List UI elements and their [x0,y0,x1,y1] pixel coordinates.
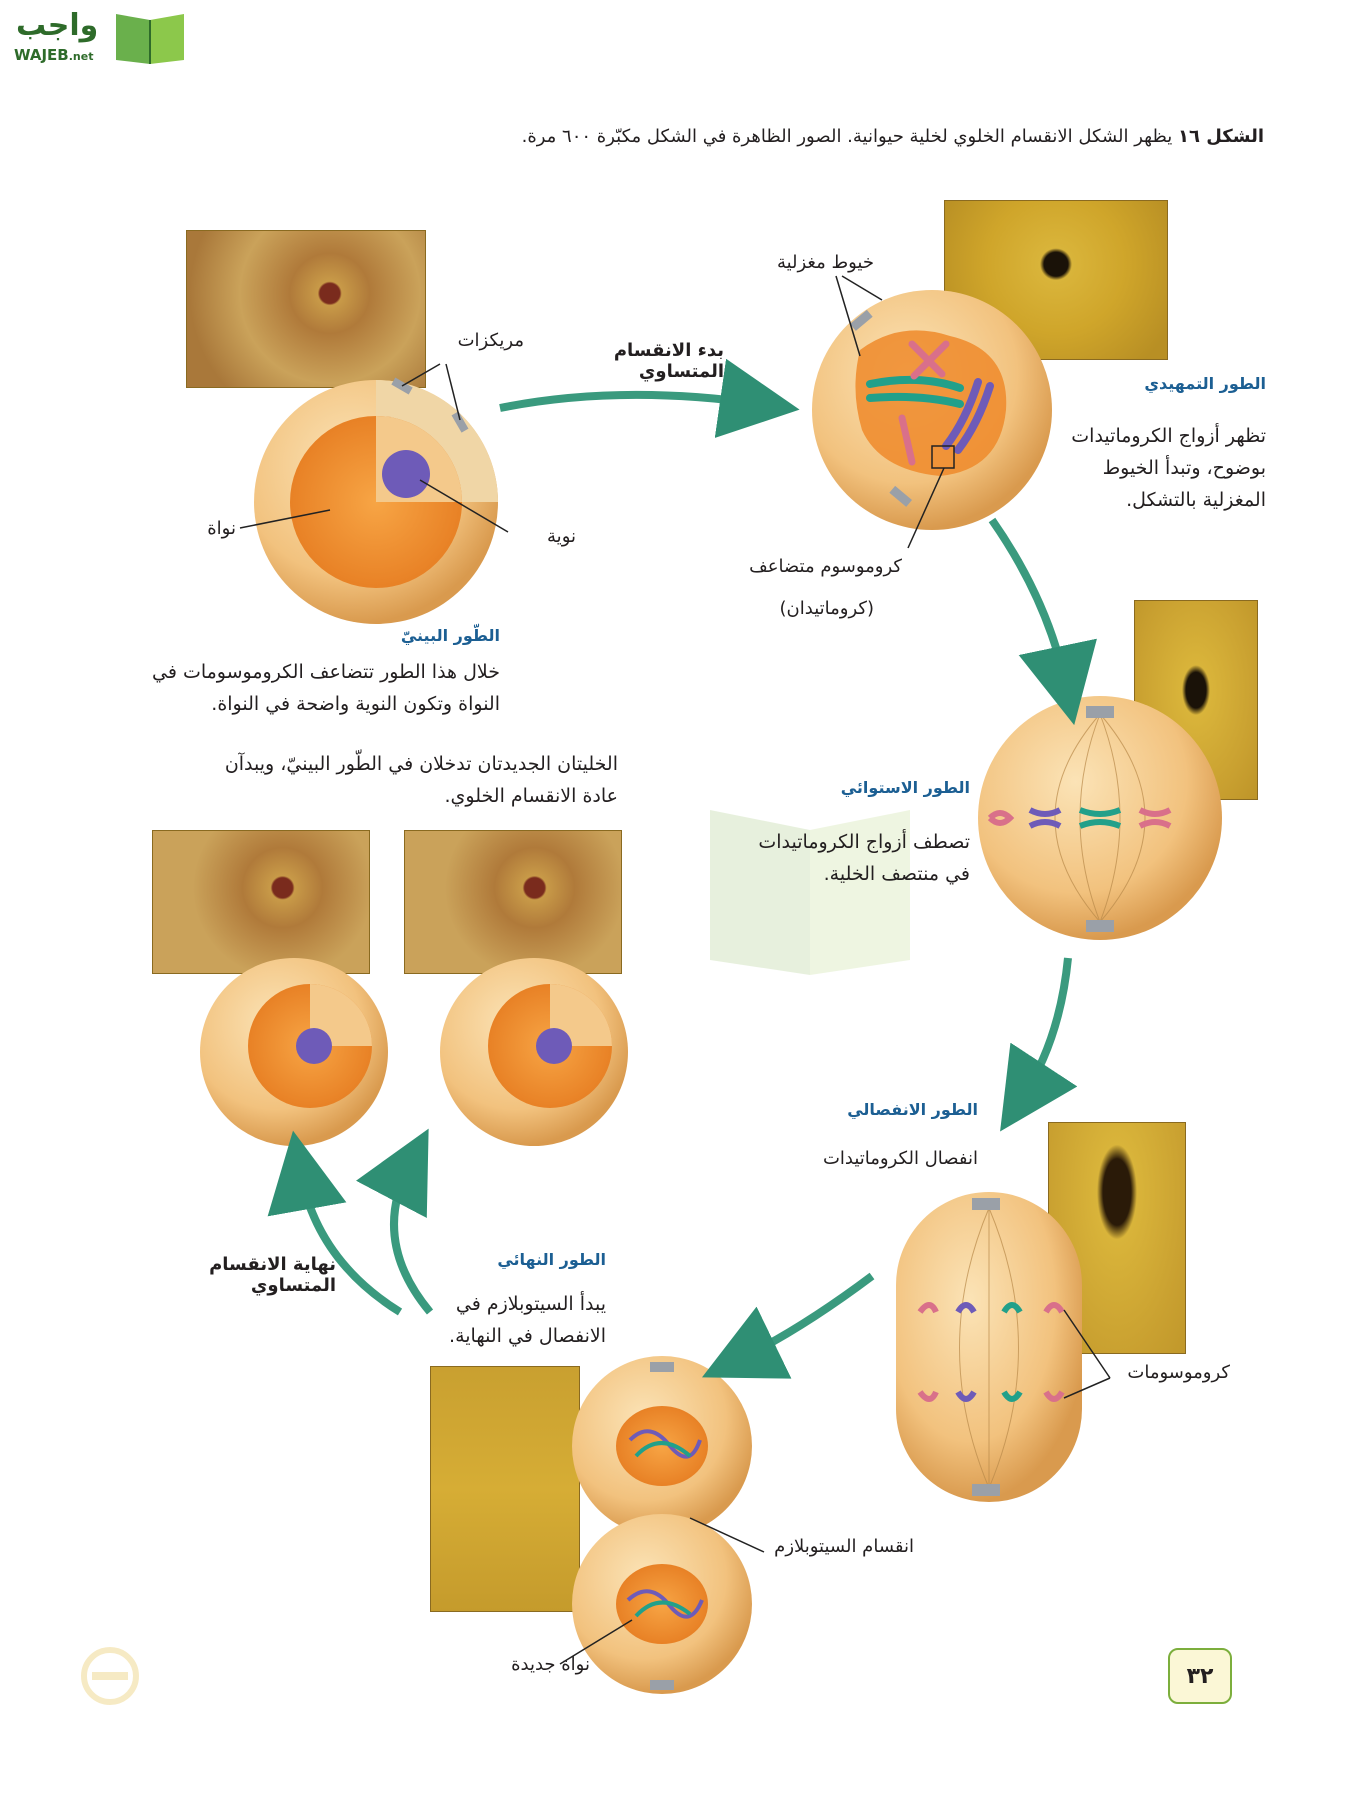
book-icon [116,14,184,64]
arrow-to-left-daughter [267,1130,403,1316]
label-end-mitosis: نهاية الانقسام المتساوي [209,1254,336,1296]
arrow-metaphase-to-anaphase [1000,957,1078,1132]
prophase-description: تظهر أزواج الكروماتيدات بوضوح، وتبدأ الخ… [1071,425,1266,511]
page-number: ٣٢ [1186,1663,1214,1689]
label-chromatids: (كروماتيدان) [779,598,874,619]
figure-caption: الشكل ١٦ يظهر الشكل الانقسام الخلوي لخلي… [364,126,1264,147]
arrow-start-mitosis [499,358,800,438]
arrow-end-mitosis [355,1128,434,1315]
pointer-spindle-2 [841,275,883,301]
telophase-title: الطور النهائي [497,1250,606,1269]
micrograph-telophase [430,1366,580,1612]
metaphase-cell [978,696,1222,940]
label-nucleolus: نوية [547,526,576,547]
label-centrioles: مريكزات [457,330,524,351]
page-number-box: ٣٢ [1168,1648,1232,1704]
prophase-title: الطور التمهيدي [1144,374,1266,393]
daughter-cell-right [440,958,628,1146]
pointer-new-nucleus [559,1619,633,1665]
interphase-title: الطّور البينيّ [400,626,500,645]
pointer-nucleus [239,509,331,529]
logo-latin: WAJEB.net [14,46,94,64]
label-spindle-fibers: خيوط مغزلية [776,252,874,273]
pointer-cytokinesis [689,1517,765,1553]
prophase-cell [812,290,1052,530]
label-chromosomes: كروموسومات [1127,1362,1230,1383]
metaphase-description: تصطف أزواج الكروماتيدات في منتصف الخلية. [758,831,970,885]
logo-arabic: واجب [16,8,99,43]
figure-caption-text: يظهر الشكل الانقسام الخلوي لخلية حيوانية… [521,126,1173,147]
label-start-mitosis: بدء الانقسام المتساوي [613,340,724,382]
pointer-centrioles-2 [445,363,461,421]
watermark-book-icon [710,810,910,975]
label-new-nucleus: نواة جديدة [511,1654,590,1675]
metaphase-title: الطور الاستوائي [840,778,970,797]
telophase-cell [572,1356,752,1694]
micrograph-daughter-right [404,830,622,974]
anaphase-cell [896,1192,1082,1502]
pointer-nucleolus [419,479,509,533]
pointer-spindle-1 [835,275,861,357]
interphase-description: خلال هذا الطور تتضاعف الكروموسومات في ال… [151,661,500,715]
anaphase-title: الطور الانفصالي [847,1100,978,1119]
footer-logo-icon [81,1647,139,1705]
daughter-cell-left [200,958,388,1146]
label-duplicated-chromosome: كروموسوم متضاعف [749,556,902,577]
telophase-description: يبدأ السيتوبلازم في الانفصال في النهاية. [449,1293,606,1347]
site-logo[interactable]: واجب WAJEB.net [10,8,190,68]
pointer-centrioles-1 [401,363,441,387]
arrow-anaphase-to-telophase [701,1272,875,1379]
label-cytokinesis: انقسام السيتوبلازم [774,1536,914,1557]
micrograph-interphase [186,230,426,388]
arrow-prophase-to-metaphase [988,517,1097,726]
pointer-chromosomes-1 [1063,1309,1111,1379]
interphase-cell [254,377,498,624]
pointer-chromosome [907,467,945,549]
label-nucleus: نواة [207,518,236,539]
micrograph-daughter-left [152,830,370,974]
daughters-description: الخليتان الجديدتان تدخلان في الطّور البي… [224,753,618,807]
figure-number: الشكل ١٦ [1177,126,1264,147]
anaphase-description: انفصال الكروماتيدات [822,1148,978,1169]
pointer-chromosomes-2 [1063,1377,1111,1399]
